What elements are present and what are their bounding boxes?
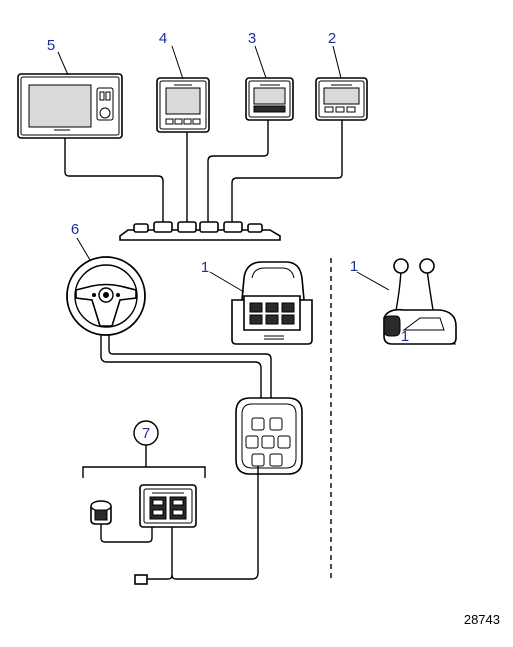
display-unit-3 bbox=[245, 77, 294, 121]
callout-1-right-lower: 1 bbox=[401, 328, 409, 345]
cable-dimmer bbox=[100, 524, 153, 543]
callout-circle-7 bbox=[133, 420, 159, 446]
display-unit-2 bbox=[315, 77, 368, 121]
cable-display-3 bbox=[207, 120, 269, 222]
cable-display-5 bbox=[64, 138, 164, 222]
dimmer-knob bbox=[90, 500, 112, 525]
callout-6: 6 bbox=[71, 221, 79, 238]
connection-hub bbox=[235, 397, 303, 475]
control-lever-unit bbox=[231, 261, 313, 345]
terminator-plug bbox=[134, 574, 148, 585]
cable-display-2 bbox=[231, 120, 343, 222]
leader-6 bbox=[76, 237, 91, 261]
figure-number: 28743 bbox=[464, 612, 500, 627]
callout-5: 5 bbox=[47, 37, 55, 54]
leader-1-right bbox=[356, 271, 390, 291]
cable-panel-terminator bbox=[147, 527, 173, 580]
multifunction-display bbox=[17, 73, 123, 139]
control-panel-7 bbox=[139, 484, 197, 528]
leader-1-mid bbox=[209, 271, 245, 293]
kit-bracket bbox=[82, 466, 206, 478]
leader-2 bbox=[332, 45, 342, 79]
junction-hub bbox=[119, 221, 281, 241]
steering-wheel bbox=[66, 256, 146, 336]
callout-4: 4 bbox=[159, 30, 167, 47]
leader-3 bbox=[254, 45, 267, 79]
callout-1-right: 1 bbox=[350, 258, 358, 275]
callout-7: 7 bbox=[142, 425, 150, 442]
callout-3: 3 bbox=[248, 30, 256, 47]
dual-lever-control bbox=[383, 258, 457, 345]
callout-2: 2 bbox=[328, 30, 336, 47]
leader-5 bbox=[57, 51, 69, 76]
cable-steering-2 bbox=[108, 335, 272, 410]
cable-panel-hub bbox=[171, 466, 259, 580]
display-unit-4 bbox=[156, 77, 210, 133]
leader-4 bbox=[171, 45, 184, 80]
callout-1-mid: 1 bbox=[201, 259, 209, 276]
cable-steering bbox=[100, 335, 262, 410]
